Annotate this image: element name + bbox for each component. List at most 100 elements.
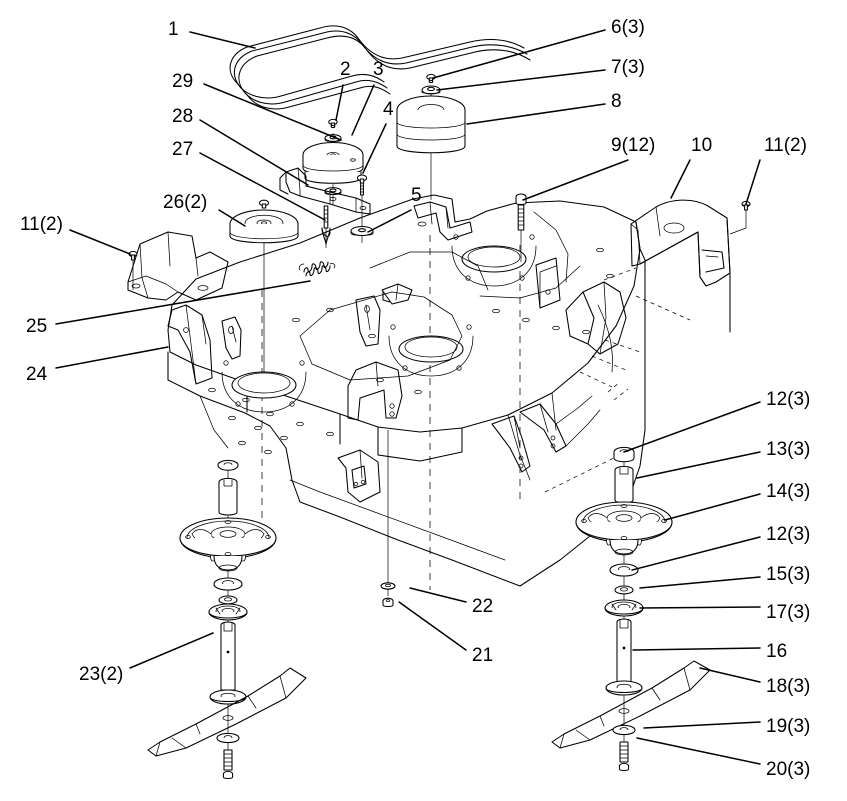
leader-1 bbox=[189, 31, 256, 49]
cutting-blade-left bbox=[147, 667, 307, 757]
leader-21 bbox=[664, 493, 761, 521]
leader-10 bbox=[670, 159, 691, 199]
spindle-shaft-16 bbox=[605, 618, 643, 696]
leader-9 bbox=[522, 159, 629, 201]
leader-12 bbox=[69, 229, 131, 255]
left-spindle-assembly bbox=[147, 459, 307, 780]
leader-28 bbox=[636, 737, 761, 765]
callout-carriage-bolt: 4 bbox=[383, 99, 394, 120]
flat-washer-5 bbox=[350, 225, 374, 237]
flat-washer-22 bbox=[380, 582, 396, 590]
blade-washer-19 bbox=[612, 724, 636, 736]
flat-idler-pulley-graphic bbox=[229, 199, 299, 372]
callout-wave-washer: 15(3) bbox=[766, 564, 811, 585]
drive-pulley-graphic bbox=[302, 118, 374, 243]
idler-arm-graphic bbox=[279, 167, 371, 277]
blade-washer-left bbox=[216, 732, 240, 744]
callout-locknut-stud: 21 bbox=[472, 645, 494, 666]
leader-31 bbox=[129, 632, 214, 669]
leader-15 bbox=[199, 152, 326, 221]
locknut-21 bbox=[382, 597, 394, 608]
leader-23 bbox=[639, 576, 761, 589]
callout-self-tapping-screw-left: 11(2) bbox=[20, 214, 63, 235]
leader-27 bbox=[643, 721, 761, 729]
callout-locknut-lower: 12(3) bbox=[766, 524, 811, 545]
leader-3 bbox=[351, 84, 375, 136]
callout-mower-deck-housing: 24 bbox=[26, 364, 48, 385]
callout-locknut-upper: 12(3) bbox=[766, 389, 811, 410]
callout-self-tapping-screw-right: 11(2) bbox=[764, 135, 807, 156]
callout-baffle-bracket-left: 25 bbox=[26, 316, 48, 337]
leader-25 bbox=[632, 647, 761, 651]
callout-extension-spring: 27 bbox=[172, 139, 194, 160]
ball-bearing-left bbox=[208, 603, 248, 621]
callout-washer-spindle: 7(3) bbox=[611, 57, 645, 78]
callout-blade-bolt: 20(3) bbox=[766, 759, 811, 780]
baffle-bracket-graphic bbox=[127, 231, 229, 301]
ball-bearing-17 bbox=[604, 599, 644, 617]
wave-washer-15 bbox=[614, 585, 634, 595]
callout-deflector-shield: 10 bbox=[691, 135, 713, 156]
leader-6 bbox=[432, 29, 606, 79]
blade-bolt-20 bbox=[618, 741, 630, 772]
leader-20 bbox=[636, 451, 761, 479]
locknut-left-lower bbox=[213, 577, 243, 591]
callout-mower-drive-belt: 1 bbox=[168, 19, 179, 40]
spindle-pulley-graphic bbox=[396, 73, 466, 200]
callout-spindle-housing: 14(3) bbox=[766, 481, 811, 502]
leader-19 bbox=[623, 401, 761, 453]
callout-idler-arm-pivot: 29 bbox=[172, 71, 194, 92]
callout-idler-arm: 28 bbox=[172, 106, 194, 127]
leader-4 bbox=[362, 123, 387, 174]
callout-flat-idler-pulley: 26(2) bbox=[163, 192, 208, 213]
leader-26 bbox=[699, 667, 761, 683]
callout-ball-bearing: 17(3) bbox=[766, 602, 811, 623]
right-spindle-assembly bbox=[544, 446, 711, 772]
spindle-shaft-left bbox=[209, 621, 247, 705]
leader-11 bbox=[745, 159, 761, 205]
leader-18 bbox=[55, 346, 169, 369]
leader-8 bbox=[466, 103, 606, 125]
spindle-housing-left bbox=[179, 517, 277, 572]
leader-14 bbox=[199, 119, 309, 186]
leader-30 bbox=[398, 601, 467, 651]
wave-washer-left bbox=[218, 595, 238, 605]
spindle-housing-14 bbox=[575, 501, 673, 556]
hex-bolt-9-graphic bbox=[515, 193, 527, 262]
leader-16 bbox=[218, 209, 246, 227]
locknut-left-upper bbox=[217, 459, 239, 471]
leader-2 bbox=[335, 84, 344, 121]
carriage-bolt-4 bbox=[356, 174, 368, 243]
spacer-sleeve-13 bbox=[614, 465, 634, 504]
flat-washer-3 bbox=[324, 134, 342, 142]
leader-13 bbox=[203, 83, 342, 141]
leader-7 bbox=[436, 69, 606, 91]
callout-cutting-blade-right: 18(3) bbox=[766, 676, 811, 697]
extension-spring-27 bbox=[298, 261, 336, 277]
callout-blade-washer: 19(3) bbox=[766, 716, 811, 737]
callout-locknut: 2 bbox=[340, 59, 351, 80]
callout-spacer-sleeve: 13(3) bbox=[766, 439, 811, 460]
leader-5 bbox=[367, 209, 412, 233]
callout-spindle-pulley: 8 bbox=[611, 91, 622, 112]
leader-lines bbox=[55, 29, 761, 765]
leader-17 bbox=[55, 280, 311, 325]
drive-pulley-body bbox=[302, 141, 364, 184]
locknut-2 bbox=[328, 118, 338, 129]
leader-22 bbox=[631, 536, 761, 571]
callout-spindle-shaft: 16 bbox=[766, 641, 788, 662]
cutting-blade-18 bbox=[551, 660, 711, 749]
pulley-8 bbox=[396, 95, 466, 154]
locknut-12-lower bbox=[609, 563, 639, 577]
callout-spindle-assembly-left: 23(2) bbox=[79, 664, 124, 685]
leader-29 bbox=[409, 587, 467, 603]
callout-flat-washer: 3 bbox=[373, 59, 384, 80]
callout-locknut-spindle: 6(3) bbox=[611, 17, 645, 38]
callout-hex-bolt: 9(12) bbox=[611, 135, 656, 156]
drive-belt-graphic bbox=[229, 25, 531, 110]
callout-flat-washer-idler: 5 bbox=[411, 185, 422, 206]
idler-pivot-bolt-29 bbox=[321, 205, 331, 248]
blade-bolt-left bbox=[222, 749, 234, 780]
